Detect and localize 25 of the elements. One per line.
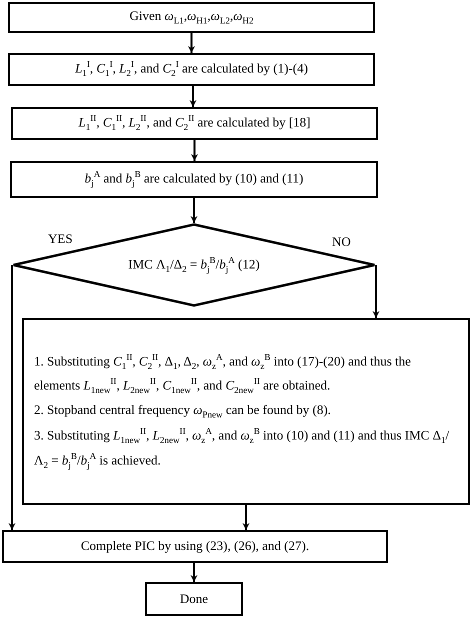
arrow xyxy=(188,33,195,53)
step-text: 1. Substituting C$_{1}$$^{II}$, C$_{2}$$^{II}$, Δ$_{1}$, Δ$_{2}$, ω$_{z}$$^{A}$, and ω$_{z}$$^{B}$ into (17)-(20) and thus the elements L$_{1new}$$^{II}$, L$_{2new}$$^{II}$, C$_{1new}$$^{II}$, and C$_{2new}$$^{II}$ are obtained. xyxy=(34,350,412,398)
process-box xyxy=(11,107,378,140)
node-text: Given ω$_{L1}$,ω$_{H1}$,ω$_{L2}$,ω$_{H2}$ xyxy=(130,8,254,28)
step-text: 2. Stopband central frequency ω$_{Pnew}$ can be found by (8). xyxy=(34,401,331,422)
arrow xyxy=(190,563,198,582)
node-text: IMC Λ$_{1}$/Δ$_{2}$ = b$_{j}$$^{B}$/b$_{j}$$^{A}$ (12) xyxy=(128,254,260,276)
process-box xyxy=(22,318,470,505)
process-box xyxy=(8,53,375,86)
arrow xyxy=(372,265,380,318)
process-box xyxy=(2,530,388,563)
arrow xyxy=(191,140,198,161)
process-box xyxy=(145,582,243,616)
process-box xyxy=(8,2,375,33)
arrow xyxy=(8,265,16,530)
node-text: Done xyxy=(180,590,208,608)
arrow xyxy=(190,198,198,223)
process-box xyxy=(10,161,378,198)
arrow xyxy=(242,505,250,530)
node-text: L$_{1}$$^{I}$, C$_{1}$$^{I}$, L$_{2}$$^{I}$, and C$_{2}$$^{I}$ are calculated by (1)-(4) xyxy=(75,59,308,80)
node-text: L$_{1}$$^{II}$, C$_{1}$$^{II}$, L$_{2}$$^{II}$, and C$_{2}$$^{II}$ are calculated by [18] xyxy=(78,113,310,134)
arrow xyxy=(190,86,196,107)
node-text: Complete PIC by using (23), (26), and (27). xyxy=(80,538,310,555)
step-text: 3. Substituting L$_{1new}$$^{II}$, L$_{2new}$$^{II}$, ω$_{z}$$^{A}$, and ω$_{z}$$^{B}$ into (10) and (11) and thus IMC Δ$_{1}$/Λ$_{2}$ = b$_{j}$$^{B}$/b$_{j}$$^{A}$ is achieved. xyxy=(34,424,450,472)
node-text: b$_{j}$$^{A}$ and b$_{j}$$^{B}$ are calculated by (10) and (11) xyxy=(84,169,304,190)
